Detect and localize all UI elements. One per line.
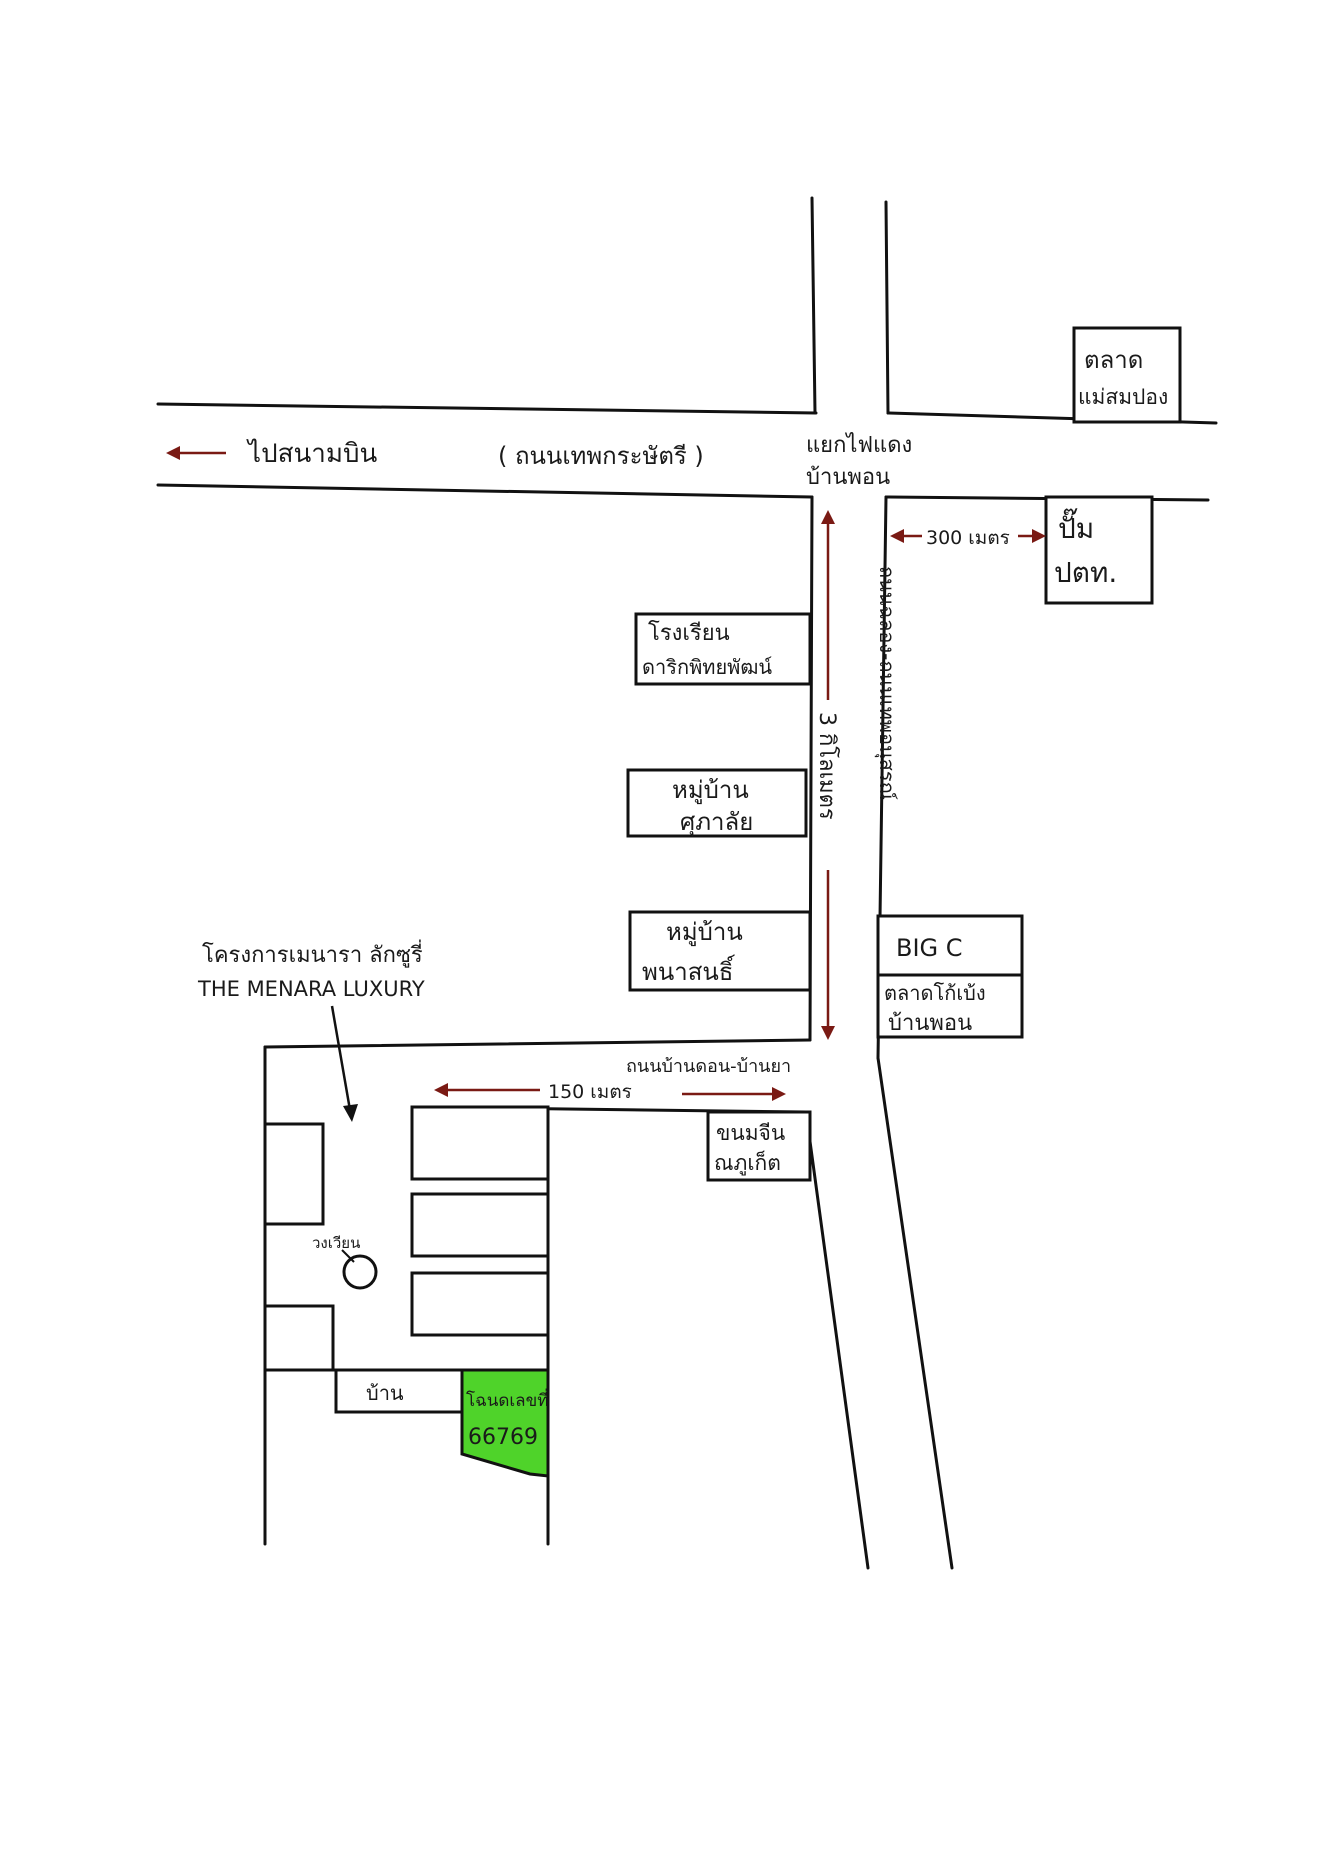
top-road-label: ( ถนนเทพกระษัตรี ) <box>498 442 704 470</box>
bigc-label: BIG C <box>896 934 963 962</box>
lower-road-label: ถนนบ้านดอน-บ้านยา <box>626 1056 791 1077</box>
gas-station-label-line1: ปั๊ม <box>1058 508 1094 545</box>
project-name-thai: โครงการเมนารา ลักซูรี่ <box>202 939 423 968</box>
market-top-label-line2: แม่สมปอง <box>1078 385 1168 409</box>
top-road-upper-edge <box>156 402 818 415</box>
roundabout-pointer-line <box>341 1249 355 1263</box>
school-label-line2: ดาริกพิทยพัฒน์ <box>642 655 772 679</box>
school-box <box>634 612 812 686</box>
bigc-box <box>876 914 1024 977</box>
project-pointer-head <box>343 1104 358 1122</box>
project-block-left-1 <box>263 1122 325 1226</box>
market-bigc-label-line1: ตลาดโก้เบ้ง <box>884 981 986 1005</box>
village1-label-line1: หมู่บ้าน <box>672 776 749 805</box>
noodle-shop-label-line1: ขนมจีน <box>716 1121 785 1145</box>
village2-box <box>628 910 812 992</box>
m300-arrowhead-left <box>890 529 904 543</box>
airport-arrowhead <box>166 446 180 460</box>
m150-arrowhead-left <box>434 1083 448 1097</box>
gas-station-box <box>1044 495 1154 605</box>
project-block-right-3 <box>410 1271 550 1337</box>
noodle-shop-label-line2: ณภูเก็ต <box>714 1149 781 1176</box>
village2-label-line2: พนาสนธิ์ <box>642 954 736 986</box>
m300-arrowhead-right <box>1032 529 1046 543</box>
project-block-right-1 <box>410 1105 550 1181</box>
north-road-left-edge <box>810 196 817 415</box>
north-road-right-edge <box>884 200 890 415</box>
land-plot-label-line1: โฉนดเลขที่ <box>466 1388 548 1411</box>
market-top-box <box>1072 326 1182 424</box>
project-block-right-2 <box>410 1192 550 1258</box>
junction-label-line1: แยกไฟแดง <box>806 432 912 458</box>
noodle-shop-box <box>706 1110 812 1182</box>
vertical-road-label: ถนนฉลอง-ถนนเทพอนุสรณ์ <box>874 566 899 800</box>
school-label-line1: โรงเรียน <box>648 620 730 646</box>
market-top-label-line1: ตลาด <box>1084 346 1143 374</box>
junction-label-line2: บ้านพอน <box>806 465 890 490</box>
village1-box <box>626 768 808 838</box>
market-bigc-box <box>876 973 1024 1039</box>
km-arrowhead-bottom <box>821 1026 835 1040</box>
m150-arrowhead-right <box>772 1087 786 1101</box>
market-bigc-label-line2: บ้านพอน <box>888 1011 972 1036</box>
main-road-left-lower <box>804 1110 870 1570</box>
land-plot-label-line2: 66769 <box>468 1425 538 1450</box>
lower-road-upper-edge <box>263 1038 812 1049</box>
km-distance-label: 3 กิโลเมตร <box>814 712 840 820</box>
project-block-left-2 <box>263 1304 335 1372</box>
house-label: บ้าน <box>366 1381 404 1405</box>
land-plot-highlight <box>460 1368 550 1478</box>
to-airport-label: ไปสนามบิน <box>246 438 377 469</box>
project-pointer-line <box>330 1005 352 1111</box>
main-road-right-lower <box>876 1056 954 1570</box>
roundabout-circle <box>342 1254 378 1290</box>
roundabout-label: วงเวียน <box>312 1234 360 1252</box>
km-arrowhead-top <box>821 510 835 524</box>
distance-300m-label: 300 เมตร <box>926 527 1010 549</box>
project-name-english: THE MENARA LUXURY <box>197 977 425 1001</box>
gas-station-label-line2: ปตท. <box>1054 556 1117 589</box>
top-road-lower-edge <box>156 483 814 499</box>
distance-150m-label: 150 เมตร <box>548 1081 632 1103</box>
village1-label-line2: ศุภาลัย <box>680 808 753 837</box>
village2-label-line1: หมู่บ้าน <box>666 918 743 947</box>
